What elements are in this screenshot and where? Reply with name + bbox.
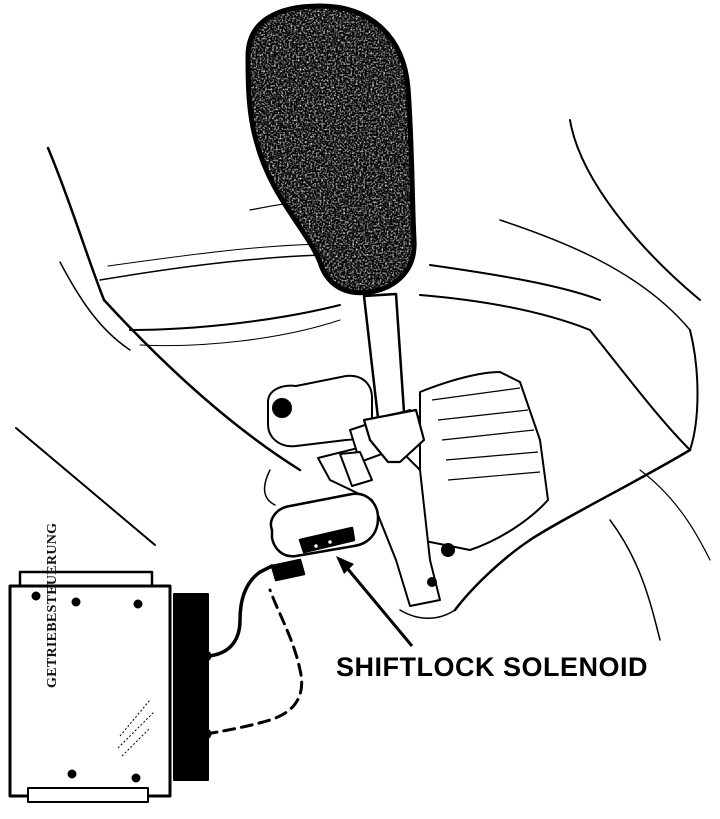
gear-knob	[245, 3, 417, 296]
module-label: GETRIEBESTEUERUNG	[45, 522, 60, 688]
callout-label: SHIFTLOCK SOLENOID	[336, 652, 648, 682]
gear-lever	[339, 292, 426, 487]
shifter-mechanism	[267, 371, 549, 607]
shiftlock-solenoid	[269, 492, 380, 582]
wiring-harness	[204, 564, 304, 736]
transmission-control-module	[8, 570, 212, 803]
callout-leader	[336, 556, 414, 647]
console-body	[15, 119, 711, 641]
